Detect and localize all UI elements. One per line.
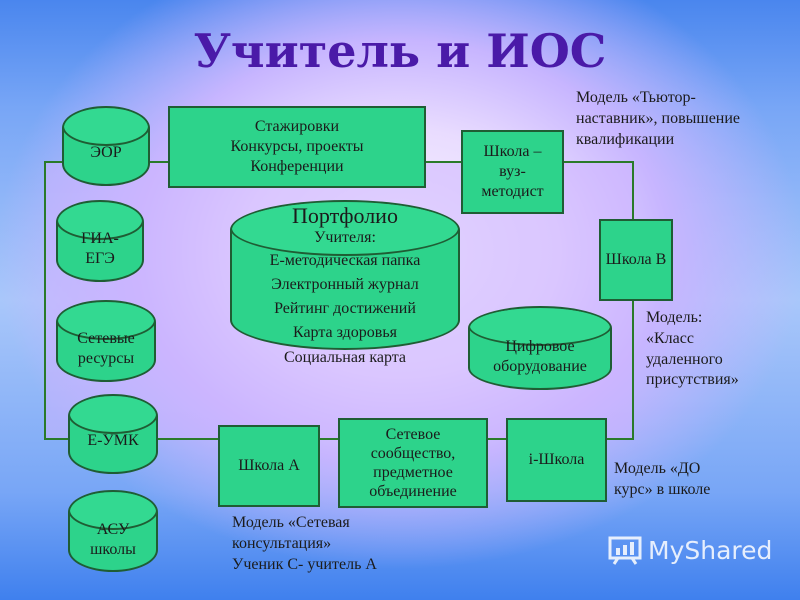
internships-box: Стажировки Конкурсы, проекты Конференции — [168, 106, 426, 188]
cylinder-eor: ЭОР — [62, 106, 150, 186]
portfolio-cylinder — [230, 200, 460, 350]
cylinder-label: Е-УМК — [87, 432, 139, 449]
school-a-box: Школа А — [218, 425, 320, 507]
portfolio-line: Электронный журнал — [271, 276, 419, 293]
digital-equipment-label: Цифровое оборудование — [493, 338, 587, 375]
network-community-label: Сетевое сообщество, предметное объединен… — [369, 425, 457, 501]
portfolio-line: Е-методическая папка — [269, 252, 421, 269]
portfolio-line: Учителя: — [314, 229, 376, 246]
school-university-label: Школа – вуз- методист — [481, 143, 544, 200]
cylinder-label: ГИА- ЕГЭ — [81, 230, 119, 267]
presentation-icon — [608, 536, 642, 565]
digital-equipment-cylinder: Цифровое оборудование — [468, 306, 612, 390]
portfolio-line: Социальная карта — [283, 349, 407, 366]
note-remote-class-model: Модель: «Класс удаленного присутствия» — [646, 309, 739, 389]
network-community-box: Сетевое сообщество, предметное объединен… — [338, 418, 488, 508]
note-network-consultation-model: Модель «Сетевая консультация» Ученик С- … — [232, 514, 377, 573]
school-university-box: Школа – вуз- методист — [461, 130, 564, 214]
portfolio-text: Портфолио Учителя: Е-методическая папка … — [230, 201, 460, 371]
cylinder-gia-ege: ГИА- ЕГЭ — [56, 200, 144, 282]
school-b-label: Школа В — [605, 251, 667, 268]
i-school-label: i-Школа — [528, 451, 585, 468]
cylinder-label: Сетевые ресурсы — [77, 330, 135, 367]
cylinder-network-resources: Сетевые ресурсы — [56, 300, 156, 382]
school-b-box: Школа В — [599, 219, 673, 301]
school-a-label: Школа А — [238, 457, 300, 474]
cylinder-e-umk: Е-УМК — [68, 394, 158, 474]
cylinder-label: ЭОР — [90, 144, 122, 161]
note-distance-course-model: Модель «ДО курс» в школе — [614, 460, 711, 498]
i-school-box: i-Школа — [506, 418, 607, 502]
internships-label: Стажировки Конкурсы, проекты Конференции — [230, 118, 364, 175]
cylinder-asu: АСУ школы — [68, 490, 158, 572]
watermark: MyShared — [608, 535, 772, 565]
note-tutor-model: Модель «Тьютор- наставник», повышение кв… — [576, 89, 741, 148]
page-title: Учитель и ИОС — [193, 24, 607, 78]
portfolio-heading: Портфолио — [292, 203, 398, 228]
watermark-text: MyShared — [648, 535, 773, 565]
cylinder-label: АСУ школы — [90, 521, 136, 558]
portfolio-line: Карта здоровья — [292, 324, 398, 341]
portfolio-line: Рейтинг достижений — [274, 300, 416, 317]
